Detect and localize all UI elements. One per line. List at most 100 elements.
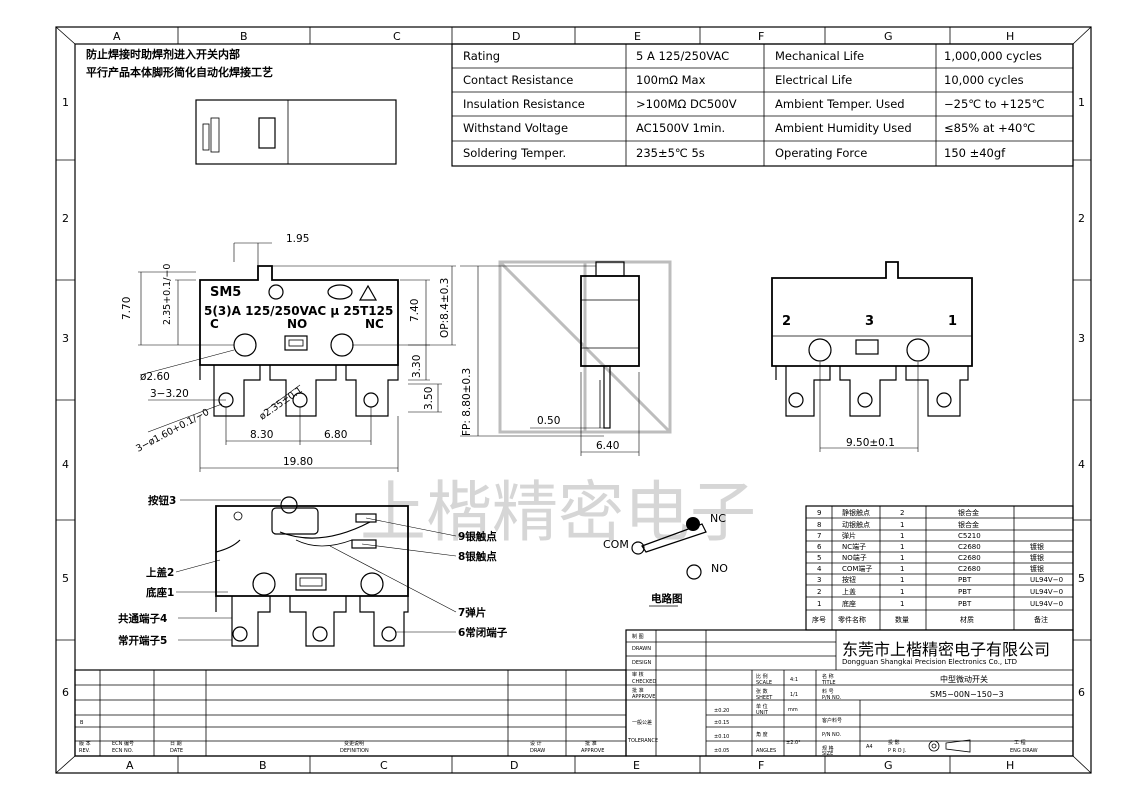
svg-text:5: 5 <box>817 554 821 562</box>
dim-1-60: 3−ø1.60+0.1/−0 <box>134 407 211 455</box>
circuit-com: COM <box>603 538 629 551</box>
svg-text:DRAW: DRAW <box>530 748 545 754</box>
svg-text:NO端子: NO端子 <box>842 553 867 562</box>
spec-label-rating: Rating <box>463 49 500 63</box>
svg-text:ANGLES: ANGLES <box>756 748 776 754</box>
label-common-terminal: 共通端子4 <box>118 612 167 625</box>
dim-fp: FP: 8.80±0.3 <box>461 368 473 436</box>
label-spring: 7弹片 <box>458 606 486 619</box>
row-label-4-right: 4 <box>1078 458 1085 471</box>
svg-text:料 号: 料 号 <box>822 688 834 695</box>
svg-text:9: 9 <box>817 509 821 517</box>
svg-text:动银触点: 动银触点 <box>842 520 870 529</box>
svg-text:COM端子: COM端子 <box>842 564 872 573</box>
column-ticks <box>56 27 1091 773</box>
tb-approve-en: APPROVE <box>632 694 655 700</box>
svg-text:1: 1 <box>900 532 904 540</box>
row-label-4: 4 <box>62 458 69 471</box>
col-label-c-bottom: C <box>380 759 388 772</box>
svg-text:日 期: 日 期 <box>170 741 182 747</box>
dim-7-40: 7.40 <box>409 299 421 322</box>
col-label-f-bottom: F <box>758 759 764 772</box>
svg-text:P R O J.: P R O J. <box>888 748 907 754</box>
svg-text:镀银: 镀银 <box>1030 564 1044 573</box>
col-label-a: A <box>113 30 121 43</box>
tb-tol-4: ±0.05 <box>714 748 729 754</box>
no-contact-icon <box>686 564 702 580</box>
col-label-b: B <box>240 30 248 43</box>
tb-tol-3: ±0.10 <box>714 734 729 740</box>
svg-text:7: 7 <box>817 532 821 540</box>
spec-value-insulation: >100MΩ DC500V <box>636 97 737 111</box>
svg-text:规 格: 规 格 <box>822 745 834 752</box>
col-label-c: C <box>393 30 401 43</box>
dim-2-60: ø2.60 <box>140 371 170 383</box>
svg-text:角 度: 角 度 <box>756 731 768 738</box>
dim-3-20: 3−3.20 <box>150 388 189 400</box>
grid-labels: A B C D E F G H A B C D E F G H 1 2 3 4 … <box>62 30 1085 772</box>
dim-19-80: 19.80 <box>283 456 313 468</box>
row-label-5: 5 <box>62 572 69 585</box>
svg-text:上盖: 上盖 <box>842 587 856 596</box>
nc-contact-icon <box>686 517 700 531</box>
svg-text:1: 1 <box>900 554 904 562</box>
company-name-cn: 东莞市上楷精密电子有限公司 <box>842 640 1050 659</box>
svg-text:C5210: C5210 <box>958 532 981 540</box>
tb-scale-value: 4:1 <box>790 677 798 683</box>
spec-value-temp: −25℃ to +125℃ <box>944 97 1045 111</box>
svg-text:UL94V−0: UL94V−0 <box>1030 600 1063 608</box>
svg-text:银合金: 银合金 <box>958 520 979 529</box>
front-rating: 5(3)A 125/250VAC μ 25T125 <box>204 304 393 318</box>
svg-text:1: 1 <box>900 543 904 551</box>
svg-text:批 准: 批 准 <box>585 740 597 747</box>
product-top-view <box>195 99 397 165</box>
note-line-2: 平行产品本体脚形简化自动化焊接工艺 <box>86 65 273 79</box>
row-label-1-right: 1 <box>1078 96 1085 109</box>
svg-text:PBT: PBT <box>958 576 972 584</box>
svg-text:1: 1 <box>817 600 821 608</box>
svg-text:6: 6 <box>817 543 822 551</box>
spec-label-withstand: Withstand Voltage <box>463 121 568 135</box>
spec-label-insulation: Insulation Resistance <box>463 97 585 111</box>
projection-symbol-icon <box>928 739 971 753</box>
svg-text:C2680: C2680 <box>958 543 981 551</box>
svg-text:版 本: 版 本 <box>79 740 91 747</box>
spec-label-soldering: Soldering Temper. <box>463 146 566 160</box>
col-label-e: E <box>634 30 641 43</box>
svg-text:P/N NO.: P/N NO. <box>822 695 842 701</box>
svg-text:UNIT: UNIT <box>756 710 769 716</box>
svg-text:张 数: 张 数 <box>756 688 768 695</box>
svg-text:弹片: 弹片 <box>842 531 856 540</box>
col-label-g: G <box>884 30 893 43</box>
dim-op: OP:8.4±0.3 <box>439 278 451 338</box>
svg-text:1: 1 <box>900 600 904 608</box>
row-label-3-right: 3 <box>1078 332 1085 345</box>
svg-text:8: 8 <box>817 521 821 529</box>
tb-pn-value: SM5−00N−150−3 <box>930 690 1004 699</box>
bom-header-name: 零件名称 <box>838 615 866 624</box>
dim-6-40: 6.40 <box>596 440 619 452</box>
label-no-terminal: 常开端子5 <box>118 634 167 647</box>
col-label-a-bottom: A <box>126 759 134 772</box>
rear-terminal-1: 1 <box>948 314 957 329</box>
front-brand: SM5 <box>210 285 241 300</box>
spec-value-withstand: AC1500V 1min. <box>636 121 725 135</box>
tb-angles-value: ±2.0° <box>786 740 801 746</box>
svg-text:静银触点: 静银触点 <box>842 508 870 517</box>
svg-text:客户料号: 客户料号 <box>822 717 842 724</box>
spec-label-humidity: Ambient Humidity Used <box>775 121 912 135</box>
svg-text:NC端子: NC端子 <box>842 542 866 551</box>
watermark: 上楷精密电子 <box>360 260 756 551</box>
row-label-2-right: 2 <box>1078 212 1085 225</box>
svg-text:SCALE: SCALE <box>756 680 772 686</box>
tb-unit-value: mm <box>788 707 798 713</box>
section-view: 按钮3 上盖2 底座1 共通端子4 常开端子5 9银触点 8银触点 7弹片 6常… <box>118 494 508 647</box>
svg-text:PBT: PBT <box>958 600 972 608</box>
col-label-f: F <box>758 30 764 43</box>
label-silver-contact-8: 8银触点 <box>458 550 497 563</box>
bom-header-no: 序号 <box>812 615 826 624</box>
dim-2-35b: ø2.35±0.1 <box>257 385 304 423</box>
svg-text:镀银: 镀银 <box>1030 542 1044 551</box>
